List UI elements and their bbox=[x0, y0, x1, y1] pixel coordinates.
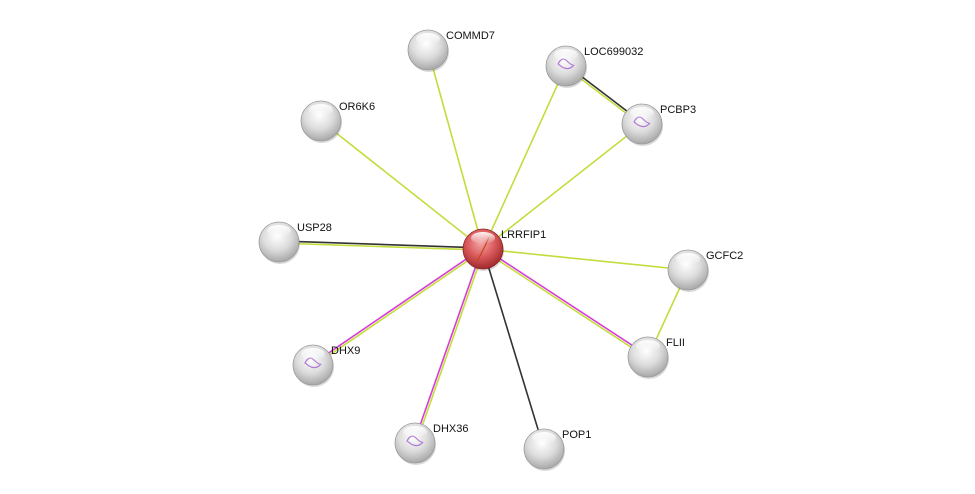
node-FLII[interactable]: FLII bbox=[627, 336, 685, 379]
node-COMMD7[interactable]: COMMD7 bbox=[407, 29, 495, 72]
edge-LRRFIP1-DHX36[interactable] bbox=[413, 248, 485, 444]
node-highlight bbox=[416, 33, 440, 45]
node-label: LRRFIP1 bbox=[501, 229, 546, 241]
node-OR6K6[interactable]: OR6K6 bbox=[300, 100, 375, 143]
node-label: DHX9 bbox=[331, 345, 360, 357]
node-GCFC2[interactable]: GCFC2 bbox=[667, 249, 743, 292]
node-highlight bbox=[309, 104, 333, 116]
node-label: PCBP3 bbox=[660, 104, 696, 116]
edge-LRRFIP1-POP1[interactable] bbox=[482, 248, 545, 450]
node-highlight bbox=[676, 253, 700, 265]
edge-LRRFIP1-GCFC2[interactable] bbox=[482, 248, 689, 271]
node-LRRFIP1[interactable]: LRRFIP1 bbox=[462, 228, 546, 271]
edge-line-experimental bbox=[311, 247, 483, 365]
node-LOC699032[interactable]: LOC699032 bbox=[545, 45, 643, 88]
node-label: DHX36 bbox=[433, 423, 468, 435]
edge-line-coexpression bbox=[279, 240, 484, 249]
node-highlight bbox=[630, 107, 654, 119]
edge-line-experimental bbox=[483, 247, 650, 357]
node-DHX9[interactable]: DHX9 bbox=[292, 344, 360, 387]
edge-LRRFIP1-OR6K6[interactable] bbox=[320, 120, 484, 250]
edge-line-textmining bbox=[278, 242, 483, 251]
edge-LRRFIP1-USP28[interactable] bbox=[278, 240, 484, 251]
node-highlight bbox=[532, 432, 556, 444]
node-label: OR6K6 bbox=[339, 101, 375, 113]
node-label: GCFC2 bbox=[706, 250, 743, 262]
node-highlight bbox=[471, 232, 495, 244]
node-highlight bbox=[636, 340, 660, 352]
edge-line-textmining bbox=[481, 249, 648, 359]
edge-line-textmining bbox=[313, 249, 485, 367]
edge-line-textmining bbox=[320, 120, 484, 250]
node-highlight bbox=[403, 426, 427, 438]
node-highlight bbox=[267, 225, 291, 237]
edge-LRRFIP1-COMMD7[interactable] bbox=[427, 49, 484, 250]
node-highlight bbox=[301, 348, 325, 360]
node-POP1[interactable]: POP1 bbox=[523, 428, 591, 471]
edge-line-textmining bbox=[415, 249, 485, 444]
node-PCBP3[interactable]: PCBP3 bbox=[621, 103, 696, 146]
node-USP28[interactable]: USP28 bbox=[258, 221, 332, 264]
edge-line-coexpression bbox=[482, 248, 545, 450]
edge-line-textmining bbox=[482, 123, 643, 250]
edge-line-textmining bbox=[482, 248, 689, 271]
edge-LRRFIP1-DHX9[interactable] bbox=[311, 247, 485, 367]
edge-LRRFIP1-LOC699032[interactable] bbox=[482, 65, 567, 250]
edge-LRRFIP1-PCBP3[interactable] bbox=[482, 123, 643, 250]
node-label: FLII bbox=[666, 337, 685, 349]
edge-line-textmining bbox=[482, 65, 567, 250]
node-label: LOC699032 bbox=[584, 46, 643, 58]
node-DHX36[interactable]: DHX36 bbox=[394, 422, 468, 465]
node-label: POP1 bbox=[562, 429, 591, 441]
node-label: USP28 bbox=[297, 222, 332, 234]
edge-line-experimental bbox=[413, 248, 483, 443]
edge-line-textmining bbox=[427, 49, 484, 250]
edge-LRRFIP1-FLII[interactable] bbox=[481, 247, 650, 359]
node-label: COMMD7 bbox=[446, 30, 495, 42]
node-highlight bbox=[554, 49, 578, 61]
